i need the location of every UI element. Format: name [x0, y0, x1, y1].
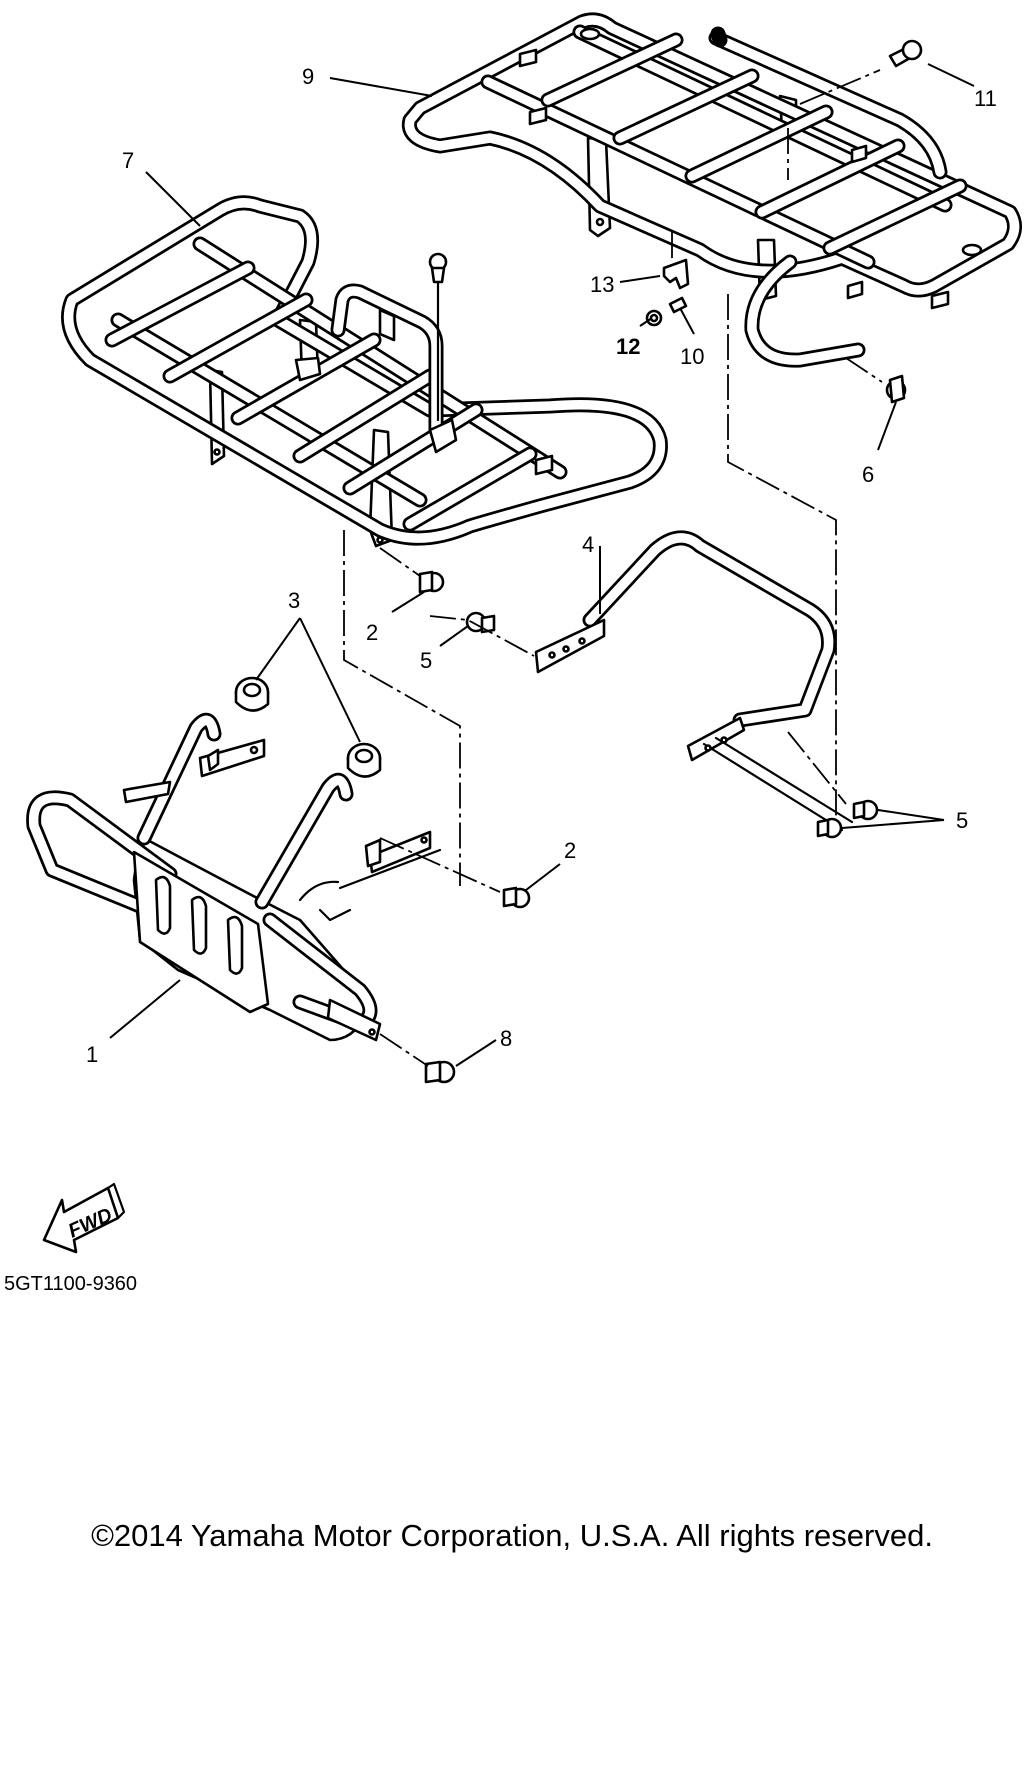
rear-support-tube	[534, 530, 854, 832]
front-guard	[26, 712, 442, 1042]
callout-7: 7	[122, 148, 134, 173]
callout-2-upper: 2	[366, 620, 378, 645]
callout-12: 12	[616, 334, 640, 359]
front-carrier	[61, 195, 668, 548]
copyright-notice: ©2014 Yamaha Motor Corporation, U.S.A. A…	[91, 1518, 933, 1553]
fwd-arrow: FWD	[42, 1182, 126, 1254]
callout-2-lower: 2	[564, 838, 576, 863]
callout-1: 1	[86, 1042, 98, 1067]
rear-carrier	[401, 12, 1022, 368]
diagram-code: 5GT1100-9360	[4, 1273, 137, 1295]
callout-6: 6	[862, 462, 874, 487]
fasteners	[418, 39, 923, 1084]
callout-3: 3	[288, 588, 300, 613]
callout-labels: 9 7 11 13 12 10 6 4 3 2 5 5 2 8 1	[86, 64, 997, 1067]
callout-5-upper: 5	[420, 648, 432, 673]
callout-11: 11	[974, 86, 997, 111]
rubber-dampers	[234, 676, 382, 778]
assembly-lines	[343, 69, 883, 1067]
callout-9: 9	[302, 64, 314, 89]
callout-8: 8	[500, 1026, 512, 1051]
callout-10: 10	[680, 344, 704, 369]
callout-4: 4	[582, 532, 594, 557]
leader-lines	[109, 63, 975, 1067]
callout-5-lower: 5	[956, 808, 968, 833]
callout-13: 13	[590, 272, 614, 297]
